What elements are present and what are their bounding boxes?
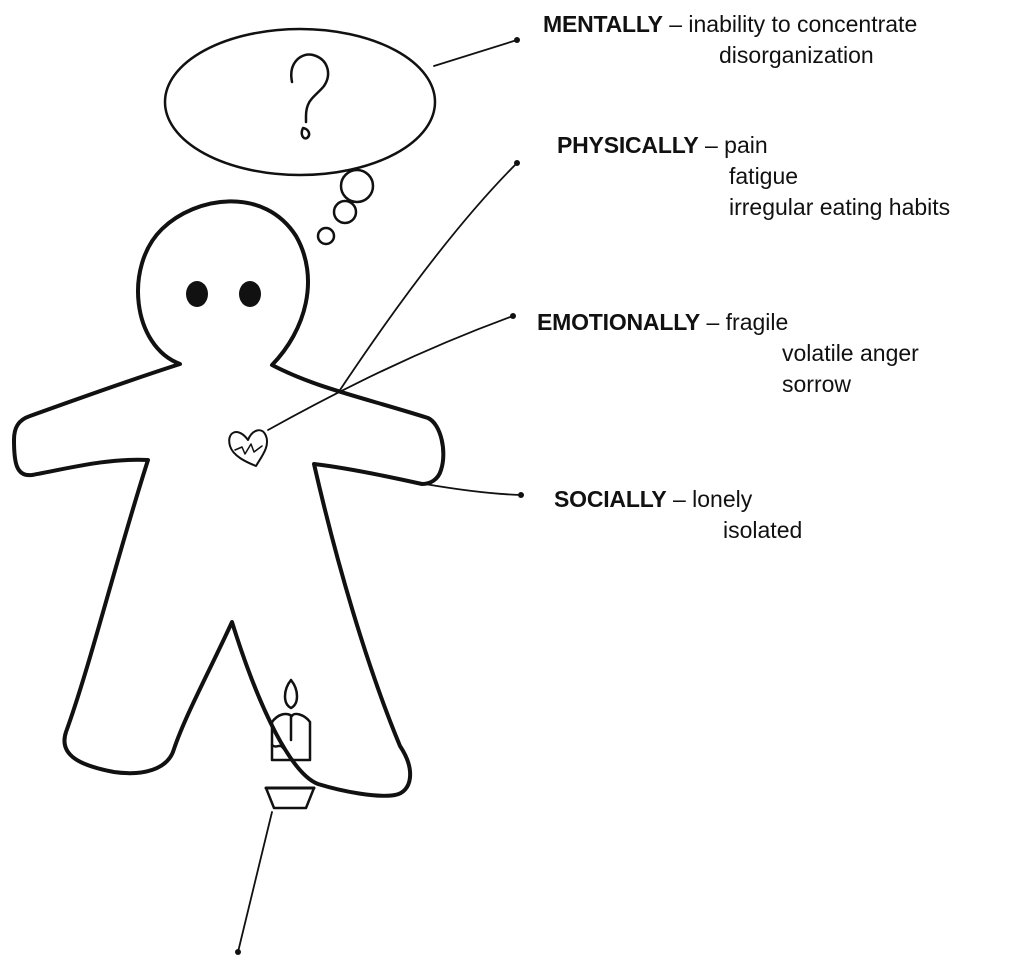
category-heading: PHYSICALLY <box>557 132 699 158</box>
broken-heart-icon <box>229 430 267 466</box>
thought-bubble <box>165 29 435 175</box>
figure-body-outline <box>14 201 443 795</box>
mentally-heading-row: MENTALLY – inability to concentrate <box>543 9 917 40</box>
physically-leader-dot <box>514 160 520 166</box>
left-eye <box>186 281 208 307</box>
mentally-leader-line <box>434 40 517 66</box>
category-item: isolated <box>723 515 921 546</box>
category-item: volatile anger <box>782 338 1033 369</box>
category-heading: EMOTIONALLY <box>537 309 700 335</box>
thought-dot-large <box>341 170 373 202</box>
category-item: pain <box>724 132 767 158</box>
physically-leader-line <box>340 163 517 390</box>
thought-dot-medium <box>334 201 356 223</box>
separator: – <box>673 486 692 512</box>
category-item: lonely <box>692 486 752 512</box>
category-item: sorrow <box>782 369 1033 400</box>
separator: – <box>669 11 688 37</box>
category-heading: MENTALLY <box>543 11 663 37</box>
candle-icon <box>266 680 314 808</box>
right-eye <box>239 281 261 307</box>
emotionally-leader-line <box>268 316 513 430</box>
question-mark-icon <box>291 54 328 138</box>
socially-leader-line <box>425 484 521 495</box>
socially-block: SOCIALLY – lonely isolated <box>554 484 752 546</box>
category-item: irregular eating habits <box>729 192 950 223</box>
thought-dot-small <box>318 228 334 244</box>
separator: – <box>706 309 725 335</box>
physically-block: PHYSICALLY – pain fatigue irregular eati… <box>557 130 778 223</box>
mentally-block: MENTALLY – inability to concentrate diso… <box>543 9 917 71</box>
mentally-leader-dot <box>514 37 520 43</box>
category-item: fatigue <box>729 161 950 192</box>
separator: – <box>705 132 724 158</box>
emotionally-block: EMOTIONALLY – fragile volatile anger sor… <box>537 307 788 400</box>
category-item: disorganization <box>719 40 1033 71</box>
emotionally-leader-dot <box>510 313 516 319</box>
socially-heading-row: SOCIALLY – lonely <box>554 484 752 515</box>
physically-heading-row: PHYSICALLY – pain <box>557 130 778 161</box>
emotionally-heading-row: EMOTIONALLY – fragile <box>537 307 788 338</box>
category-heading: SOCIALLY <box>554 486 667 512</box>
socially-leader-dot <box>518 492 524 498</box>
category-item: fragile <box>726 309 789 335</box>
candle-leader-dot <box>235 949 241 955</box>
category-item: inability to concentrate <box>688 11 917 37</box>
candle-leader-line <box>238 812 272 952</box>
